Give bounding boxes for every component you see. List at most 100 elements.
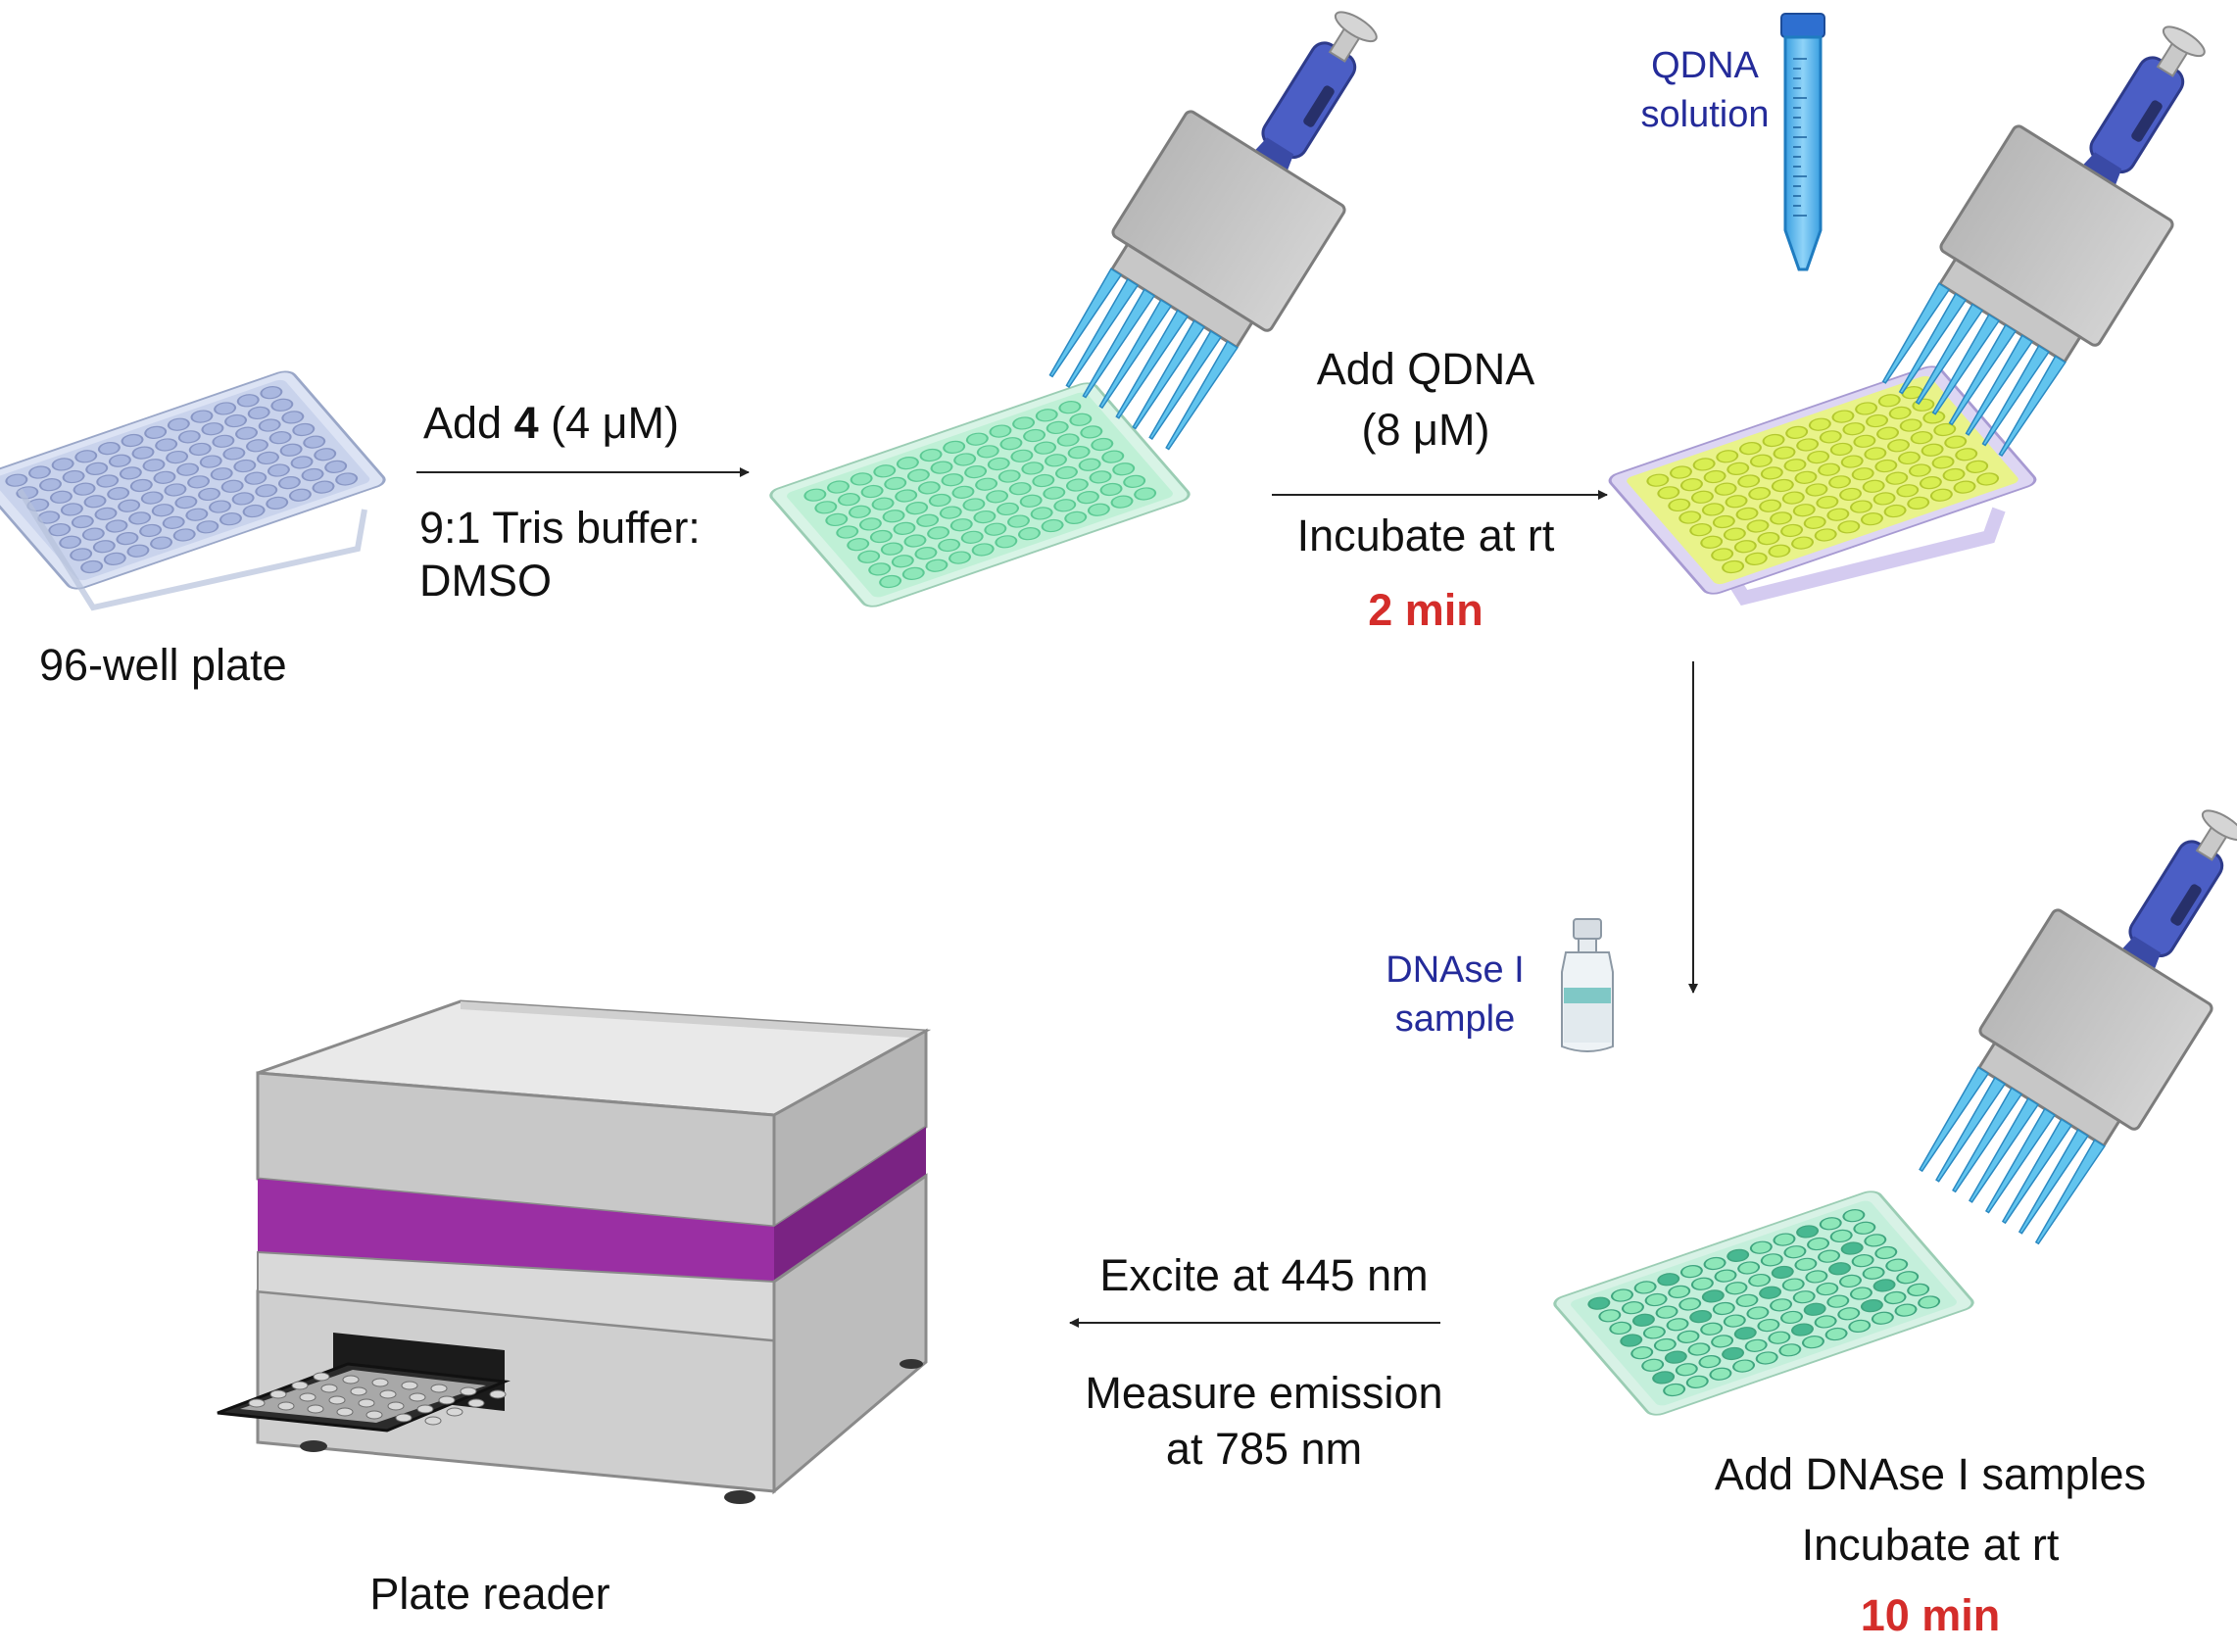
well — [258, 418, 281, 432]
well — [1076, 491, 1099, 505]
well — [1770, 1298, 1793, 1312]
well — [1746, 1306, 1770, 1320]
reader-well — [350, 1386, 367, 1396]
well — [1733, 1327, 1757, 1340]
pipette-tip — [1048, 267, 1123, 378]
well — [1064, 510, 1088, 525]
well — [1785, 425, 1809, 439]
well — [1080, 425, 1103, 439]
well — [1840, 1241, 1864, 1255]
well — [1110, 495, 1134, 509]
well — [880, 542, 903, 556]
reader-well — [438, 1395, 456, 1405]
well — [879, 574, 902, 589]
well — [1744, 1338, 1768, 1352]
multichannel-pipette-icon — [1048, 11, 1378, 451]
well — [81, 527, 105, 541]
step4-arrow-top: Excite at 445 nm — [1099, 1250, 1429, 1300]
well — [803, 488, 827, 502]
well — [220, 479, 244, 493]
well — [188, 442, 212, 457]
pipette-tip — [1969, 1097, 2040, 1203]
well — [119, 466, 142, 480]
well — [1819, 430, 1842, 444]
well — [1019, 494, 1043, 508]
well — [1755, 1351, 1778, 1365]
vial-icon — [1561, 918, 1614, 1052]
well — [1685, 1375, 1709, 1388]
well — [995, 535, 1018, 549]
well — [1877, 394, 1901, 408]
well — [1598, 1309, 1622, 1323]
well — [80, 559, 104, 574]
pipette-tip — [1915, 303, 1984, 406]
well — [1725, 495, 1748, 509]
well — [1771, 478, 1794, 493]
well — [59, 535, 82, 549]
well — [1709, 1367, 1732, 1381]
well — [1780, 523, 1804, 538]
well — [279, 443, 303, 457]
well — [260, 386, 283, 400]
well — [49, 490, 73, 504]
well — [1087, 503, 1110, 516]
well — [1842, 1209, 1866, 1223]
well — [848, 505, 871, 518]
well — [943, 440, 966, 454]
well — [948, 551, 972, 564]
pipette-tip — [2001, 1118, 2072, 1225]
well — [1840, 455, 1864, 468]
well — [1679, 478, 1703, 492]
well — [1839, 487, 1862, 502]
well — [1801, 1336, 1824, 1349]
well — [1687, 1342, 1711, 1356]
well — [1034, 441, 1057, 455]
reader-well — [430, 1384, 448, 1393]
well — [1826, 1294, 1850, 1308]
well — [1808, 417, 1831, 431]
well — [1907, 496, 1930, 510]
well — [1611, 1288, 1633, 1302]
well — [938, 538, 961, 553]
well — [925, 559, 948, 572]
well — [1134, 487, 1157, 501]
multichannel-pipette-icon-3 — [1919, 809, 2237, 1245]
well — [288, 488, 312, 502]
well — [167, 417, 190, 431]
step1-solvent-line1: 9:1 Tris buffer: — [419, 503, 701, 553]
well — [1760, 1253, 1783, 1267]
well — [1678, 510, 1702, 524]
well — [927, 526, 950, 540]
well — [891, 555, 914, 568]
well — [827, 480, 850, 494]
well — [48, 523, 72, 537]
reader-well — [291, 1381, 309, 1390]
well — [1067, 446, 1091, 460]
well — [281, 411, 305, 424]
well — [1078, 458, 1101, 471]
well — [1701, 503, 1725, 516]
well — [976, 445, 999, 459]
well — [882, 510, 905, 523]
well — [1944, 435, 1968, 449]
well — [860, 484, 884, 499]
well — [1773, 446, 1796, 460]
pipette-tip — [1948, 323, 2017, 426]
well — [1853, 1221, 1876, 1235]
well — [1101, 450, 1125, 463]
well — [1955, 448, 1978, 462]
well — [1633, 1281, 1657, 1294]
well — [1677, 1330, 1700, 1343]
well — [1735, 507, 1759, 520]
tube-label-line2: solution — [1640, 94, 1770, 135]
well — [312, 480, 335, 494]
well — [1828, 1262, 1851, 1276]
well-plate-icon — [0, 370, 386, 590]
reader-well — [269, 1389, 287, 1399]
well — [1653, 1337, 1677, 1352]
well — [1112, 462, 1136, 476]
well — [1733, 540, 1757, 554]
well — [131, 446, 155, 460]
well — [1894, 1303, 1918, 1317]
well — [116, 532, 139, 546]
